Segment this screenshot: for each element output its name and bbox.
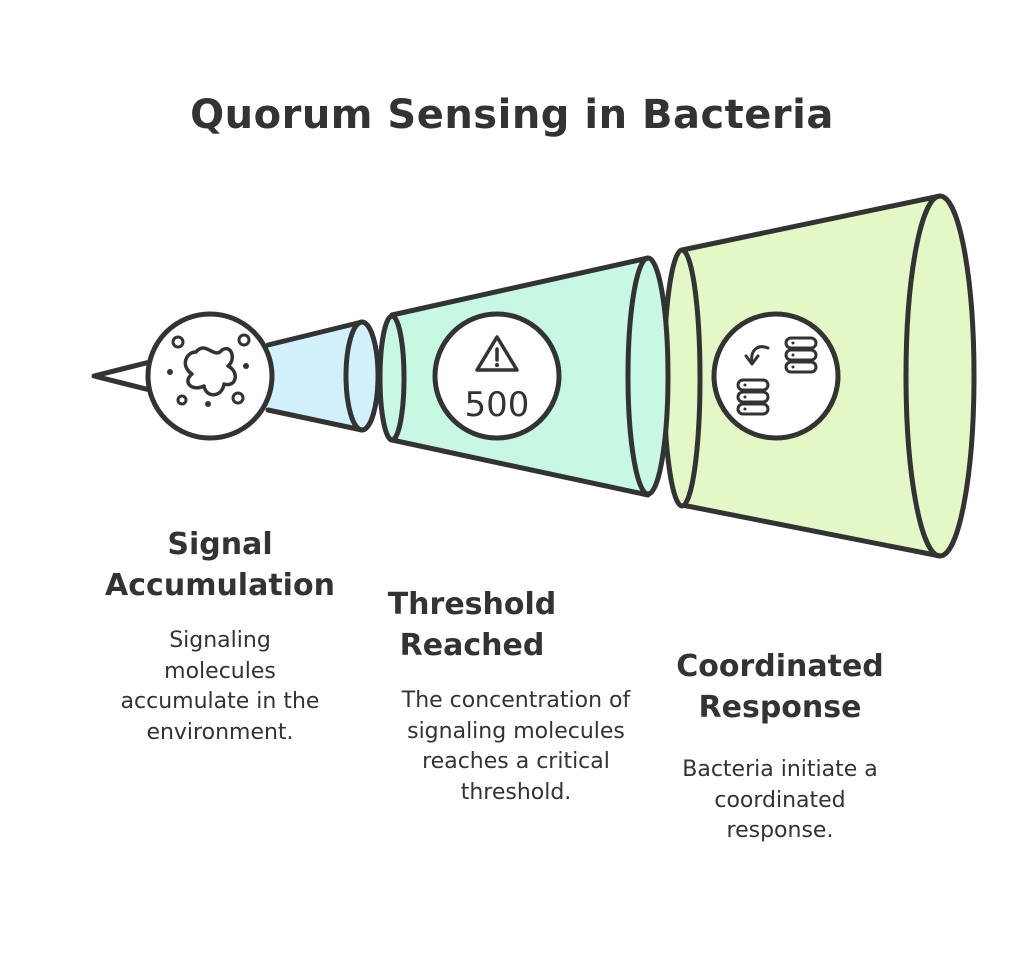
- stage-1-desc-line: environment.: [146, 719, 294, 745]
- diagram-title: Quorum Sensing in Bacteria: [190, 92, 834, 138]
- stage-3-desc-line: coordinated: [714, 787, 846, 813]
- stage-1-heading: Signal Accumulation: [80, 524, 360, 606]
- stage-1-description: Signaling molecules accumulate in the en…: [80, 626, 360, 748]
- bacteria-exchange-icon: [711, 311, 841, 441]
- stage-2-desc-line: signaling molecules: [407, 718, 625, 744]
- stage-3-heading-line1: Coordinated: [676, 649, 884, 684]
- stage-2-desc-line: reaches a critical: [422, 749, 610, 774]
- stage-3-heading-line2: Response: [698, 690, 862, 725]
- warning-triangle-icon: 500: [432, 311, 562, 441]
- stage-2-desc-line: threshold.: [460, 779, 572, 805]
- funnel-tip: [91, 359, 153, 393]
- stage-3-desc-line: Bacteria initiate a: [682, 757, 878, 782]
- stage-2-heading-line2: Reached: [399, 628, 545, 663]
- molecule-splat-icon: [145, 311, 275, 441]
- stage-2-desc-line: The concentration of: [401, 688, 631, 713]
- stage-3-heading: Coordinated Response: [640, 646, 920, 728]
- stage-2-heading-line1: Threshold: [387, 587, 557, 622]
- stage-1-cone: [265, 319, 381, 433]
- stage-3-description: Bacteria initiate a coordinated response…: [640, 755, 920, 847]
- stage-2-description: The concentration of signaling molecules…: [376, 686, 656, 808]
- stage-1-desc-line: molecules: [164, 658, 276, 684]
- threshold-value: 500: [465, 385, 530, 425]
- stage-1-desc-line: accumulate in the: [120, 689, 320, 714]
- stage-1-heading-line1: Signal: [167, 527, 273, 562]
- stage-1-desc-line: Signaling: [169, 628, 271, 653]
- stage-2-heading: Threshold Reached: [352, 584, 592, 666]
- stage-3-desc-line: response.: [726, 818, 834, 843]
- stage-1-heading-line2: Accumulation: [105, 568, 335, 603]
